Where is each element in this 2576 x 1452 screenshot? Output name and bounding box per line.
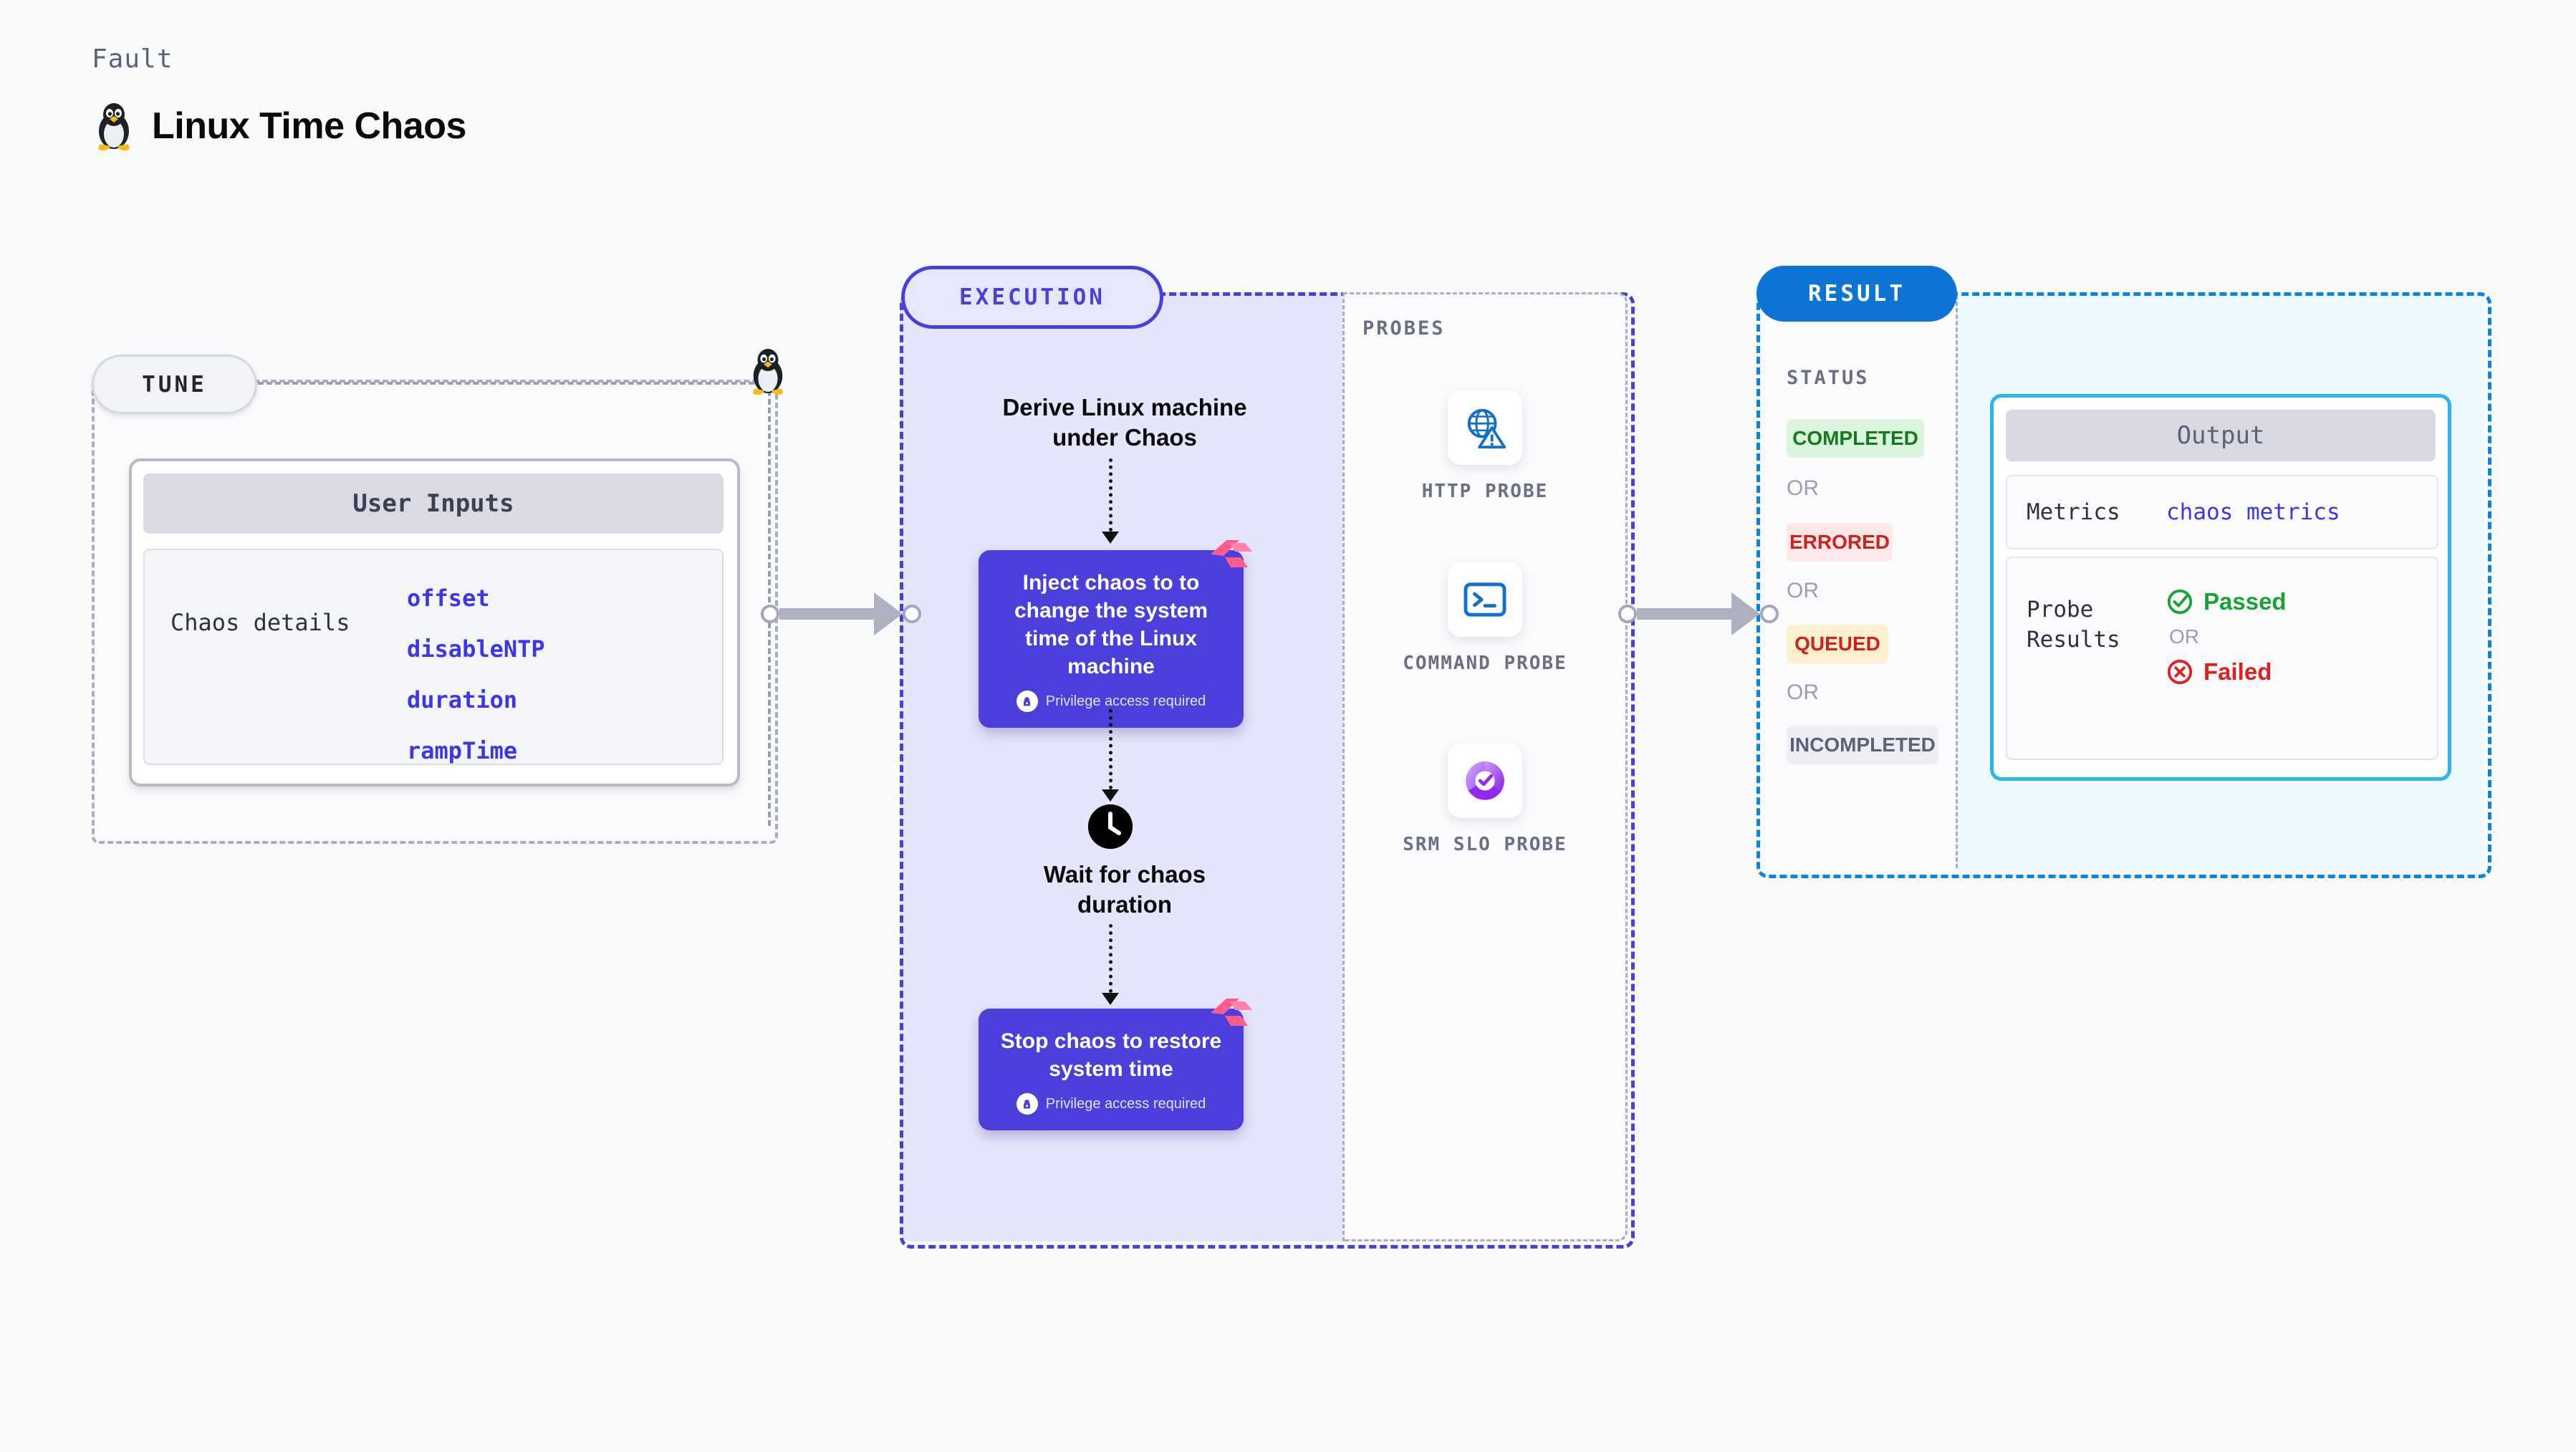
globe-warning-icon <box>1467 408 1506 449</box>
arrow-wait-to-stop <box>1101 924 1120 1006</box>
tux-penguin-icon <box>98 103 130 151</box>
probe-label: COMMAND PROBE <box>1403 653 1567 674</box>
clock-icon <box>1088 804 1133 849</box>
result-divider <box>1956 295 1958 868</box>
title-row: Linux Time Chaos <box>92 101 466 151</box>
arrow-shaft <box>1637 608 1731 620</box>
param-disablentp: disableNTP <box>407 635 545 663</box>
probe-results-values: Passed OR Failed <box>2166 588 2287 759</box>
inject-chaos-privilege: Privilege access required <box>979 691 1244 728</box>
inject-chaos-card[interactable]: Inject chaos to to change the system tim… <box>979 540 1252 728</box>
status-or-3: OR <box>1787 681 1819 704</box>
status-badge-queued: QUEUED <box>1787 625 1888 663</box>
stop-chaos-title: Stop chaos to restore system time <box>1000 1029 1222 1081</box>
arrow-derive-to-inject <box>1101 458 1120 544</box>
metrics-value[interactable]: chaos metrics <box>2166 499 2340 525</box>
passed-label: Passed <box>2203 588 2287 615</box>
stop-chaos-card[interactable]: Stop chaos to restore system time Privil… <box>979 999 1252 1130</box>
failed-label: Failed <box>2203 658 2272 685</box>
tune-pill[interactable]: TUNE <box>92 355 257 414</box>
probe-result-or: OR <box>2169 625 2199 648</box>
probe-tile <box>1448 390 1522 465</box>
execution-region <box>900 292 1635 1249</box>
arrow-inject-to-wait <box>1101 709 1120 802</box>
user-inputs-card: User Inputs Chaos details offset disable… <box>129 458 740 787</box>
result-pill[interactable]: RESULT <box>1756 266 1957 322</box>
status-badge-errored: ERRORED <box>1787 523 1893 562</box>
page-title: Linux Time Chaos <box>152 105 466 147</box>
chaos-details-block: Chaos details offset disableNTP duration… <box>143 549 724 765</box>
page-header: Fault Linux Time Chaos <box>92 44 466 151</box>
probe-result-failed: Failed <box>2166 658 2287 686</box>
arrow-shaft <box>779 608 874 620</box>
arrow-start-dot <box>761 605 779 623</box>
tune-pill-connector-line <box>249 382 754 385</box>
param-offset: offset <box>407 585 490 612</box>
output-header: Output <box>2006 410 2436 461</box>
arrow-head <box>1731 592 1760 635</box>
harness-ribbon-icon <box>1211 999 1252 1026</box>
probes-section-label: PROBES <box>1363 317 1446 340</box>
result-region <box>1756 292 2491 878</box>
arrow-head <box>874 592 903 635</box>
execution-pill[interactable]: EXECUTION <box>901 266 1163 329</box>
arrow-start-dot <box>1618 605 1637 623</box>
result-status-background <box>1756 292 1956 871</box>
arrow-end-dot <box>1760 605 1779 623</box>
terminal-icon <box>1464 582 1506 617</box>
tune-to-execution-arrow <box>761 592 921 635</box>
status-badge-incompleted: INCOMPLETED <box>1787 726 1938 764</box>
metrics-row: Metrics chaos metrics <box>2006 475 2438 549</box>
probe-tile <box>1448 562 1522 637</box>
probe-result-passed: Passed <box>2166 588 2287 615</box>
status-or-2: OR <box>1787 579 1819 602</box>
lock-icon <box>1016 691 1038 712</box>
inject-chaos-title: Inject chaos to to change the system tim… <box>1014 571 1208 678</box>
probe-command[interactable]: COMMAND PROBE <box>1403 562 1567 676</box>
arrow-end-dot <box>903 605 921 623</box>
probe-label: HTTP PROBE <box>1421 481 1549 502</box>
probe-tile <box>1448 744 1522 818</box>
check-circle-icon <box>2167 589 2193 615</box>
user-inputs-header: User Inputs <box>143 473 724 534</box>
harness-ribbon-icon <box>1211 540 1252 567</box>
param-duration: duration <box>407 686 518 713</box>
status-badge-completed: COMPLETED <box>1787 419 1924 458</box>
probe-label: SRM SLO PROBE <box>1403 834 1567 855</box>
status-label: STATUS <box>1787 367 1870 389</box>
x-circle-icon <box>2167 659 2193 685</box>
chaos-details-label: Chaos details <box>170 609 350 636</box>
probe-srm-slo[interactable]: SRM SLO PROBE <box>1403 744 1567 857</box>
slo-donut-check-icon <box>1466 761 1504 800</box>
probe-http[interactable]: HTTP PROBE <box>1403 390 1567 504</box>
tux-penguin-marker-icon <box>753 349 783 395</box>
metrics-key: Metrics <box>2027 499 2120 525</box>
stop-chaos-privilege: Privilege access required <box>979 1093 1244 1130</box>
param-ramptime: rampTime <box>407 737 518 764</box>
fault-kicker: Fault <box>92 44 173 74</box>
tune-vertical-line <box>768 382 771 826</box>
privilege-note: Privilege access required <box>1045 693 1206 709</box>
lock-icon <box>1016 1093 1038 1115</box>
chaos-params-list: offset disableNTP duration rampTime <box>407 585 545 764</box>
privilege-note: Privilege access required <box>1045 1095 1206 1112</box>
status-or-1: OR <box>1787 476 1819 500</box>
execution-to-result-arrow <box>1618 592 1779 635</box>
